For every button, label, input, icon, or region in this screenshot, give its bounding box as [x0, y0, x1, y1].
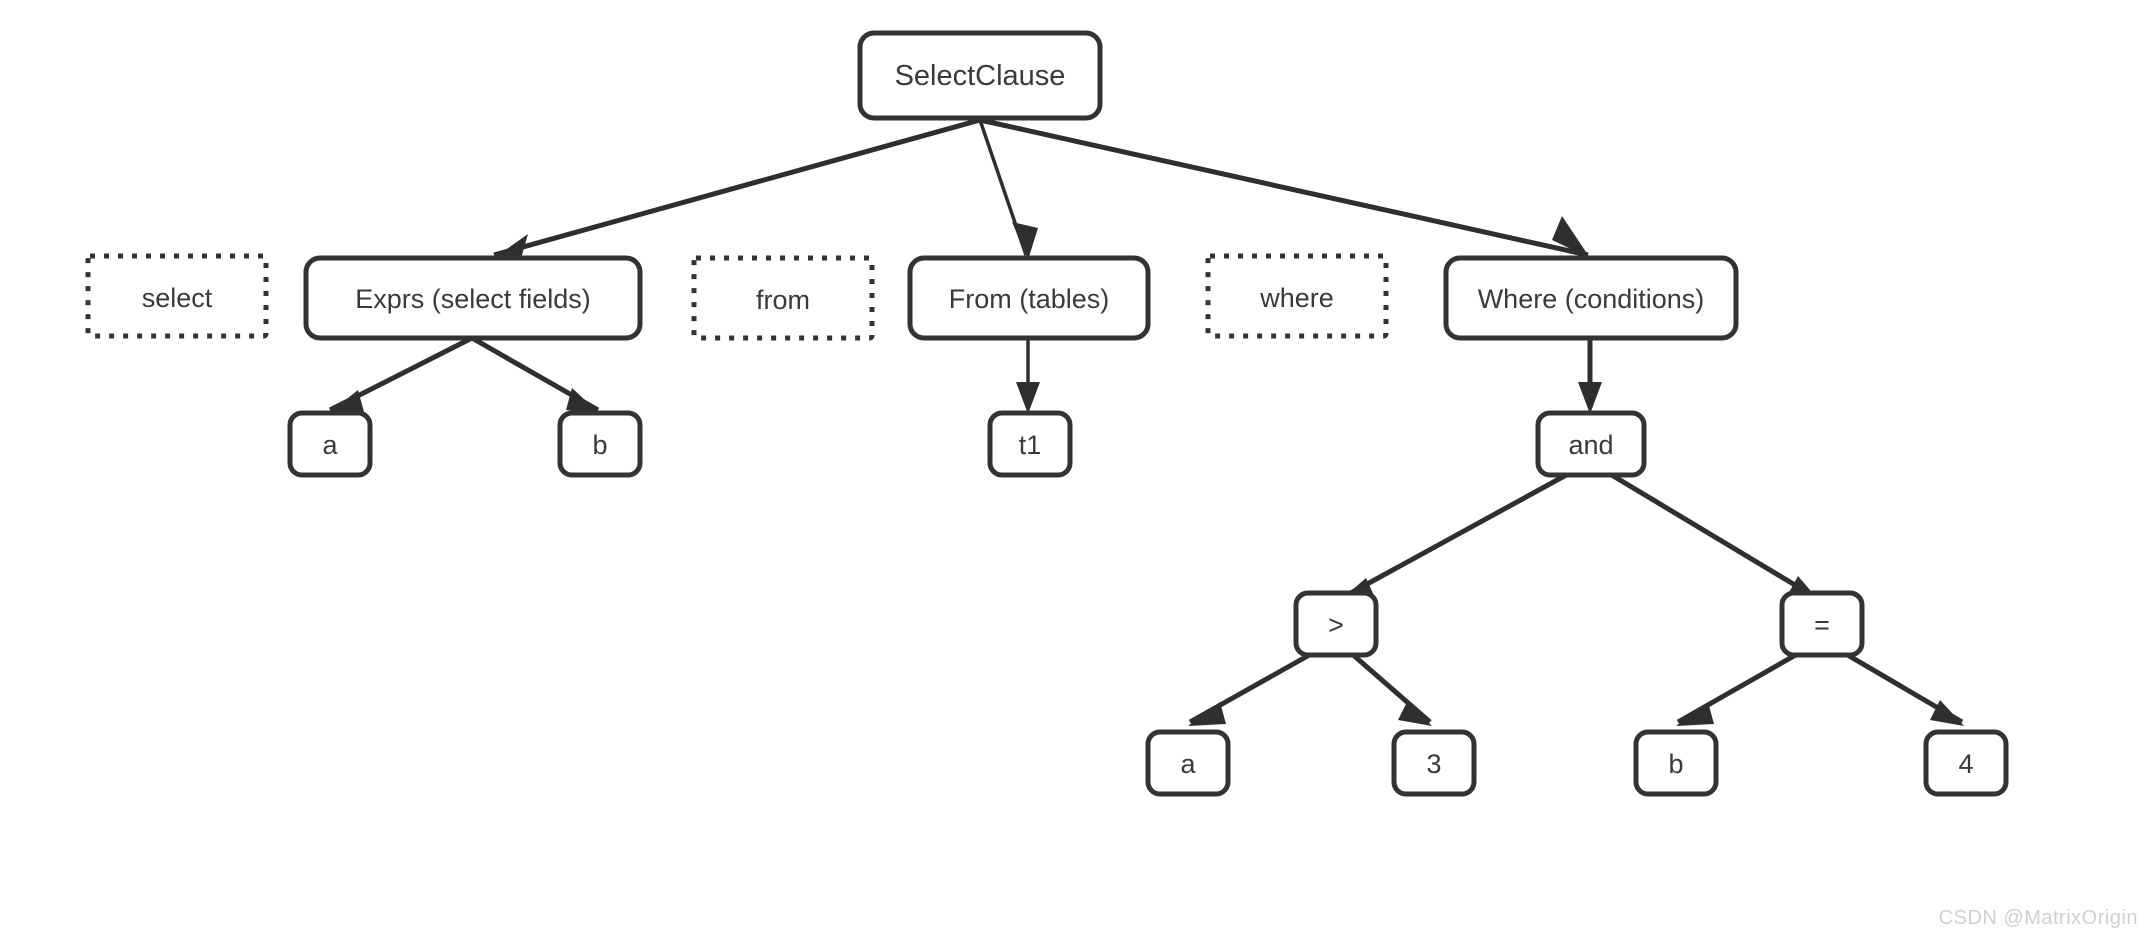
node-expr-b-box[interactable] [557, 410, 643, 478]
node-gt-left-a[interactable]: a [1145, 729, 1231, 797]
edge-exprs-to-b [470, 335, 600, 414]
node-op-gt-box[interactable] [1293, 590, 1379, 658]
node-exprs-box[interactable] [303, 255, 643, 341]
node-keyword-where[interactable]: where [1205, 253, 1389, 339]
node-eq-left-b-box[interactable] [1633, 729, 1719, 797]
node-op-eq-label: = [1814, 610, 1830, 640]
node-eq-right-4-label: 4 [1958, 749, 1973, 779]
node-where-box[interactable] [1443, 255, 1739, 341]
node-from[interactable]: From (tables) [907, 255, 1151, 341]
node-exprs-label: Exprs (select fields) [355, 284, 591, 314]
node-eq-left-b-label: b [1668, 749, 1683, 779]
node-from-label: From (tables) [949, 284, 1110, 314]
edge-root-to-from [978, 119, 1038, 260]
node-eq-right-4-box[interactable] [1923, 729, 2009, 797]
node-gt-left-a-label: a [1180, 749, 1196, 779]
node-select-clause[interactable]: SelectClause [857, 30, 1103, 121]
edge-where-to-and [1578, 338, 1602, 414]
node-keyword-where-label: where [1259, 283, 1334, 313]
node-expr-a-label: a [322, 430, 338, 460]
watermark: CSDN @MatrixOrigin [1938, 907, 2138, 929]
node-where-label: Where (conditions) [1478, 284, 1705, 314]
node-eq-left-b[interactable]: b [1633, 729, 1719, 797]
node-table-t1[interactable]: t1 [987, 410, 1073, 478]
edge-and-to-eq [1588, 459, 1822, 604]
node-keyword-select[interactable]: select [85, 253, 269, 339]
edge-and-to-gt [1336, 459, 1592, 604]
node-op-and-box[interactable] [1535, 410, 1647, 478]
edge-from-to-t1 [1016, 338, 1040, 414]
node-table-t1-box[interactable] [987, 410, 1073, 478]
node-select-clause-label: SelectClause [895, 60, 1066, 92]
node-gt-left-a-box[interactable] [1145, 729, 1231, 797]
node-keyword-select-box[interactable] [85, 253, 269, 339]
node-keyword-from-label: from [756, 285, 810, 315]
node-expr-a-box[interactable] [287, 410, 373, 478]
node-op-and-label: and [1568, 430, 1613, 460]
node-expr-a[interactable]: a [287, 410, 373, 478]
node-table-t1-label: t1 [1019, 430, 1042, 460]
node-op-eq-box[interactable] [1779, 590, 1865, 658]
node-layer: SelectClause select Exprs (select fields… [85, 30, 2009, 797]
node-keyword-from[interactable]: from [691, 255, 875, 341]
node-op-eq[interactable]: = [1779, 590, 1865, 658]
node-from-box[interactable] [907, 255, 1151, 341]
node-expr-b[interactable]: b [557, 410, 643, 478]
node-expr-b-label: b [592, 430, 607, 460]
edge-exprs-to-a [328, 335, 474, 414]
node-keyword-from-box[interactable] [691, 255, 875, 341]
edge-root-to-exprs [493, 117, 981, 262]
node-eq-right-4[interactable]: 4 [1923, 729, 2009, 797]
edge-root-to-where [979, 117, 1590, 258]
node-op-and[interactable]: and [1535, 410, 1647, 478]
node-keyword-select-label: select [142, 283, 213, 313]
node-select-clause-box[interactable] [857, 30, 1103, 121]
node-gt-right-3[interactable]: 3 [1391, 729, 1477, 797]
node-gt-right-3-box[interactable] [1391, 729, 1477, 797]
node-gt-right-3-label: 3 [1426, 749, 1441, 779]
node-op-gt[interactable]: > [1293, 590, 1379, 658]
node-op-gt-label: > [1328, 610, 1344, 640]
node-where[interactable]: Where (conditions) [1443, 255, 1739, 341]
node-keyword-where-box[interactable] [1205, 253, 1389, 339]
node-exprs[interactable]: Exprs (select fields) [303, 255, 643, 341]
